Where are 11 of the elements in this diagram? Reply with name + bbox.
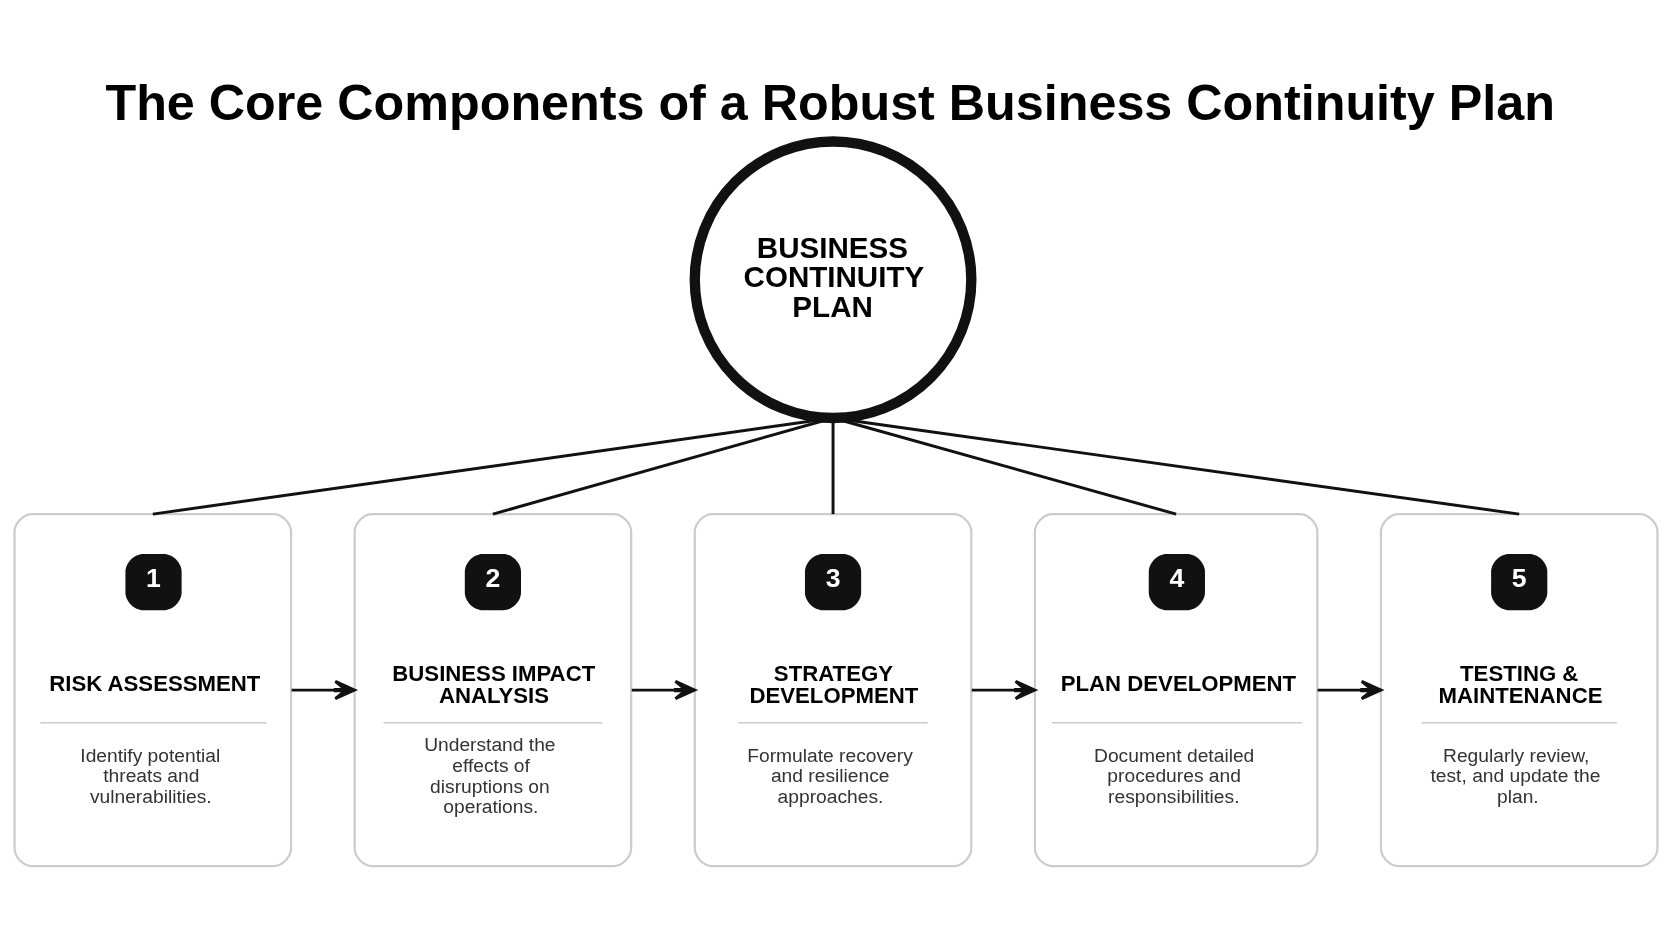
diagram-title: The Core Components of a Robust Business Continuity Plan xyxy=(105,73,1555,131)
arrow xyxy=(1317,679,1383,701)
node-box: 5 TESTING & MAINTENANCE Regularly review, test, and update the plan. xyxy=(1379,513,1659,868)
arrow xyxy=(291,679,356,701)
node-box: 4 PLAN DEVELOPMENT Document detailed procedures and responsibilities. xyxy=(1033,513,1319,868)
node-box: 2 BUSINESS IMPACT ANALYSIS Understand the effects of disruptions on operations. xyxy=(353,513,633,868)
node-box: 3 STRATEGY DEVELOPMENT Formulate recovery and resilience approaches. xyxy=(693,513,973,868)
arrow xyxy=(971,679,1037,701)
node-box: 1 RISK ASSESSMENT Identify potential threats and vulnerabilities. xyxy=(13,513,293,868)
arrow xyxy=(631,679,697,701)
node-circle: BUSINESS CONTINUITY PLAN xyxy=(689,136,977,424)
